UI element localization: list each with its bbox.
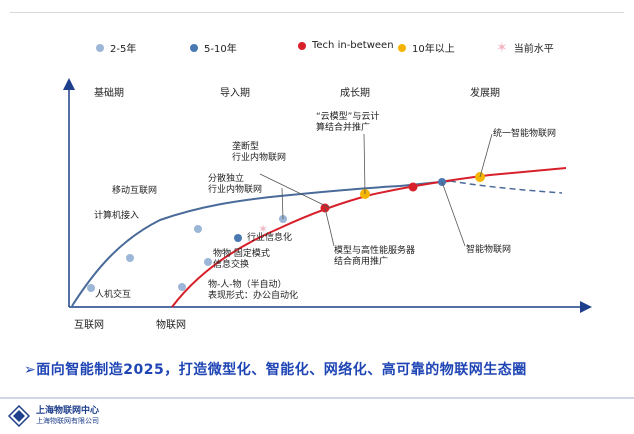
legend-label: 当前水平 [513,44,554,55]
dot-jisuanji [126,254,134,262]
label-jisuanji: 计算机接入 [94,211,140,221]
label-wuren-line1: 物-人-物（半自动） [208,280,287,290]
label-fensan: 分散独立 行业内物联网 [208,174,262,196]
label-hangye: 行业信息化 [247,233,293,243]
legend-item-tech: Tech in-between [298,40,394,51]
legend: 2-5年 5-10年 Tech in-between 10年以上 ✶ 当前水平 [0,40,634,60]
bottom-divider [0,397,634,399]
logo-icon [8,405,30,427]
leader-fensan [281,187,284,220]
dot-wuwu [204,258,212,266]
legend-label: 10年以上 [412,44,455,55]
dot-hangye [234,234,242,242]
label-tongyi: 统一智能物联网 [493,129,557,139]
footer-logo: 上海物联网中心 上海物联网有限公司 [8,405,99,427]
label-yunmoxing-line2: 算结合并推广 [316,123,371,133]
label-wuwu-line2: 信息交换 [213,260,250,270]
leader-tongyi [479,133,493,178]
label-moxing: 模型与高性能服务器 结合商用推广 [334,246,415,268]
dot-wuren [178,283,186,291]
red-dot-icon [298,41,306,50]
label-renji: 人机交互 [95,290,132,300]
leader-moxing [324,207,335,247]
label-fensan-line2: 行业内物联网 [208,185,263,195]
legend-label: Tech in-between [312,40,394,51]
label-longduan-line1: 垄断型 [232,142,260,152]
top-divider [10,12,624,13]
legend-item-5-10: 5-10年 [190,40,237,55]
iot-curve [171,167,567,308]
legend-label: 2-5年 [110,44,137,55]
label-zhineng: 智能物联网 [466,245,512,255]
light-blue-dot-icon [96,43,104,52]
star-icon: ✶ [496,39,508,56]
logo-subname: 上海物联网有限公司 [36,417,99,425]
leader-yunmoxing [363,133,366,195]
label-fensan-line1: 分散独立 [208,174,245,184]
label-longduan-line2: 行业内物联网 [232,153,287,163]
dot-yidong [194,225,202,233]
label-wuren-line2: 表现形式：办公自动化 [208,291,299,301]
dot-renji [87,284,95,292]
phase-foundation: 基础期 [94,88,124,99]
headline: ➢面向智能制造2025，打造微型化、智能化、网络化、高可靠的物联网生态圈 [24,362,527,378]
legend-item-current: ✶ 当前水平 [496,39,554,56]
legend-item-10plus: 10年以上 [398,40,455,55]
leader-zhineng [441,181,466,247]
label-yunmoxing: “云模型”与云计 算结合并推广 [316,112,379,134]
blue-dot-icon [190,43,198,52]
legend-item-2-5: 2-5年 [96,40,136,55]
label-wuren: 物-人-物（半自动） 表现形式：办公自动化 [208,280,298,302]
logo-name: 上海物联网中心 [36,406,100,416]
label-yunmoxing-line1: “云模型”与云计 [316,112,380,122]
phase-growth: 成长期 [340,88,370,99]
dot-yunmoxing [408,182,418,192]
internet-curve-dashed [449,180,563,194]
phase-introduction: 导入期 [220,88,250,99]
axis-label-internet: 互联网 [74,320,104,331]
internet-curve [71,180,451,307]
leader-longduan [259,173,331,209]
yellow-dot-icon [398,43,406,52]
label-yidong: 移动互联网 [112,186,158,196]
label-moxing-line2: 结合商用推广 [334,257,389,267]
label-longduan: 垄断型 行业内物联网 [232,142,286,164]
current-level-star-icon: ✶ [258,222,268,236]
label-wuwu: 物物 固定模式 信息交换 [213,249,270,271]
axis-label-iot: 物联网 [156,320,186,331]
phase-development: 发展期 [470,88,500,99]
label-wuwu-line1: 物物 固定模式 [213,249,270,259]
label-moxing-line1: 模型与高性能服务器 [334,246,416,256]
legend-label: 5-10年 [204,44,237,55]
